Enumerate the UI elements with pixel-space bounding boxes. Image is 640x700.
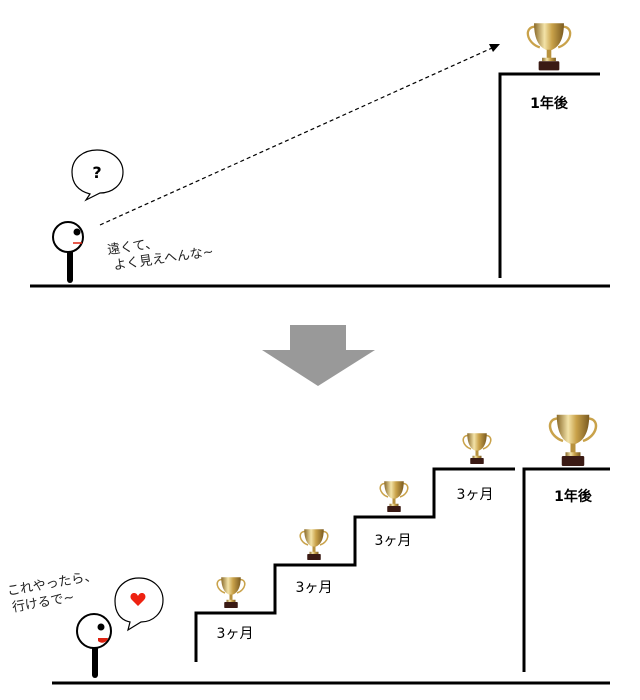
trophy-icon xyxy=(526,22,572,72)
speech-line-1: 遠くて、 xyxy=(106,236,159,258)
step-label: 3ヶ月 xyxy=(457,487,494,503)
trophy-icon xyxy=(216,576,246,609)
dashed-arrow-line xyxy=(99,47,493,226)
trophy-icon xyxy=(462,432,492,465)
bottom-scene: 3ヶ月 3ヶ月 3ヶ月 3ヶ月 1年後 これやったら、 行けるで~ xyxy=(6,413,610,685)
heart-icon xyxy=(130,593,146,606)
goal-platform xyxy=(522,467,610,672)
trophy-icon xyxy=(299,528,329,561)
goal-platform xyxy=(498,72,600,278)
trophy-icon xyxy=(548,413,598,468)
stick-figure xyxy=(76,613,112,678)
question-mark-icon: ? xyxy=(92,163,101,182)
goal-label: 1年後 xyxy=(530,95,569,112)
trophy-icon xyxy=(379,480,409,513)
speech-text: 遠くて、 よく見えへんな~ xyxy=(106,236,214,273)
step-label: 3ヶ月 xyxy=(296,580,333,596)
goal-label: 1年後 xyxy=(554,488,593,505)
stick-figure xyxy=(52,221,84,283)
staircase xyxy=(194,467,515,662)
arrow-head-icon xyxy=(489,44,500,52)
speech-text: これやったら、 行けるで~ xyxy=(6,569,98,616)
speech-bubble: ? xyxy=(71,149,124,202)
down-arrow-icon xyxy=(262,325,375,386)
top-scene: 1年後 ? 遠くて、 よく見えへんな~ xyxy=(30,22,610,288)
step-label: 3ヶ月 xyxy=(375,533,412,549)
step-label: 3ヶ月 xyxy=(217,626,254,642)
speech-bubble xyxy=(114,577,164,632)
